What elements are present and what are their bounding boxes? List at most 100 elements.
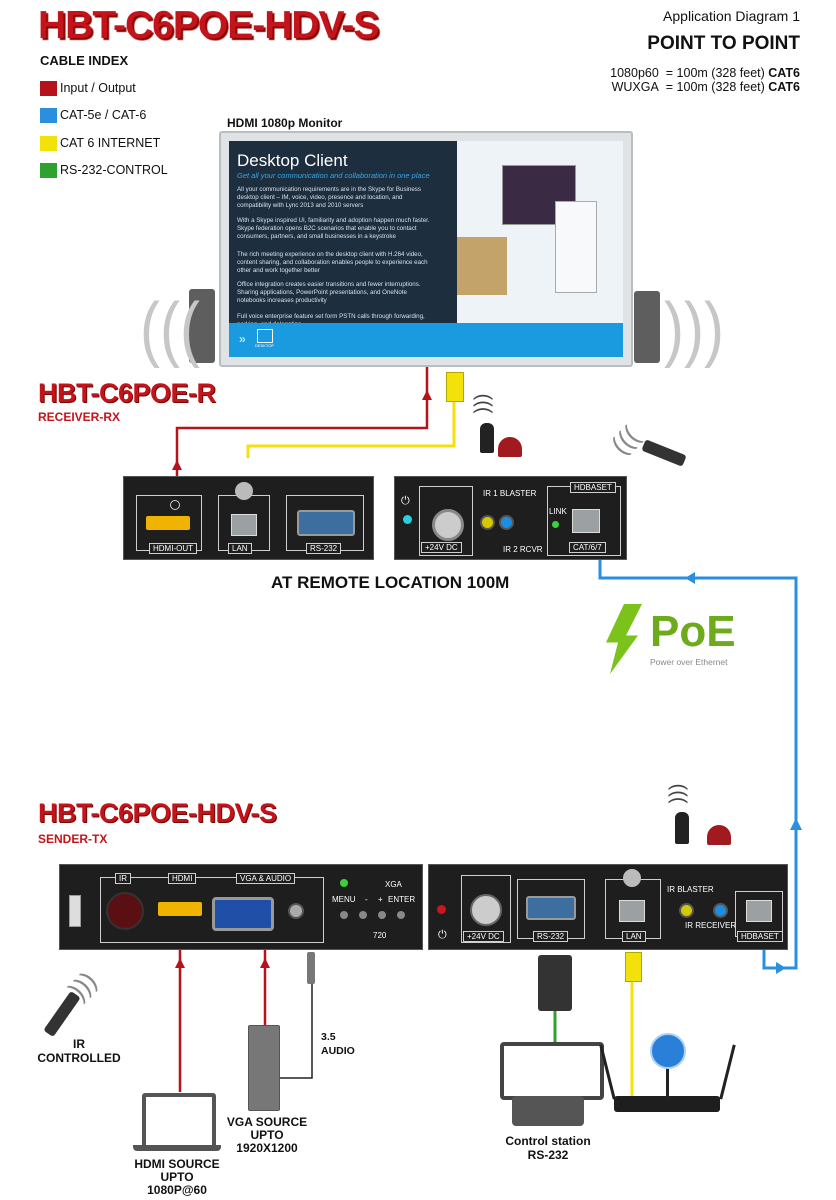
ir-receiver-icon [707, 825, 731, 845]
remote-location-label: AT REMOTE LOCATION 100M [271, 573, 510, 592]
ir-blaster-port[interactable] [679, 903, 694, 918]
hdbaset-arrow-3 [776, 962, 786, 974]
sound-wave-left-icon: ((( [140, 288, 200, 369]
status-led [340, 879, 348, 887]
receiver-panel-front: HDMI-OUT LAN RS-232 [123, 476, 374, 560]
wifi-signal-icon: ))) [471, 393, 494, 414]
ir-receiver-port[interactable] [713, 903, 728, 918]
page-title: HBT-C6POE-HDV-S [38, 4, 379, 47]
ir-window [106, 892, 144, 930]
dc-jack-icon [432, 509, 464, 541]
legend-item-internet: CAT 6 INTERNET [40, 135, 160, 151]
laptop-icon [142, 1093, 216, 1149]
enter-button[interactable] [397, 911, 405, 919]
lan-plug-icon [446, 372, 464, 402]
vga-in-arrow [260, 958, 270, 968]
ir2-port[interactable] [499, 515, 514, 530]
receiver-hdbaset-port[interactable] [547, 486, 621, 556]
screw-icon [170, 500, 180, 510]
res720-label: 720 [373, 931, 387, 940]
ir-blaster-icon [675, 812, 689, 844]
monitor-screen: Desktop Client Get all your communicatio… [229, 141, 623, 357]
monitor: Desktop Client Get all your communicatio… [219, 131, 633, 367]
sender-power-port[interactable] [461, 875, 511, 943]
rj45-port-icon [619, 900, 645, 922]
sender-rs232-label: RS-232 [533, 931, 569, 942]
hdmi-label: HDMI [168, 873, 197, 884]
sender-lan-port[interactable] [605, 879, 661, 939]
hdmi-in-arrow [175, 958, 185, 968]
legend-item-cat: CAT-5e / CAT-6 [40, 107, 146, 123]
hdmi-port-icon [146, 516, 190, 530]
receiver-power-port[interactable] [419, 486, 473, 556]
cable-index-title: CABLE INDEX [40, 53, 129, 68]
router-antenna-icon [666, 1062, 669, 1100]
power-icon: ⏻ [438, 929, 447, 941]
ir1-label: IR 1 BLASTER [483, 489, 537, 498]
minus-button[interactable] [359, 911, 367, 919]
legend-swatch-red [40, 80, 57, 96]
screen-subtitle: Get all your communication and collabora… [237, 171, 430, 180]
audio-plug-icon [307, 952, 315, 984]
receiver-rs232-port[interactable] [286, 495, 364, 551]
wifi-signal-icon: ))) [666, 783, 689, 804]
sender-lan-label: LAN [622, 931, 646, 942]
screen-collage [457, 141, 623, 323]
screen-title: Desktop Client [237, 151, 348, 170]
legend-swatch-green [40, 162, 57, 178]
computer-icon [512, 1096, 584, 1126]
monitor-label: HDMI 1080p Monitor [227, 116, 343, 130]
audio-cable [280, 984, 313, 1079]
legend-swatch-yellow [40, 135, 57, 151]
audio-in-port[interactable] [288, 903, 304, 919]
hdbaset-arrow-1 [685, 572, 695, 584]
legend-swatch-blue [40, 107, 57, 123]
sender-hdbaset-port[interactable] [735, 891, 783, 937]
receiver-lan-cable [246, 400, 456, 458]
spec-row-2: WUXGA = 100m (328 feet) CAT6 [611, 80, 800, 94]
xga-label: XGA [385, 880, 402, 889]
receiver-power-label: +24V DC [421, 542, 462, 553]
hdmi-out-label: HDMI-OUT [149, 543, 197, 554]
sender-rs232-port[interactable] [517, 879, 585, 939]
db9-port-icon [526, 896, 576, 920]
plus-button[interactable] [378, 911, 386, 919]
menu-label: MENU [332, 895, 356, 904]
video-person [457, 237, 507, 295]
hdmi-out-arrow-2 [422, 390, 432, 400]
ir-blaster-label: IR BLASTER [667, 885, 714, 894]
diagram-name: POINT TO POINT [647, 33, 800, 54]
spec-row-1: 1080p60 = 100m (328 feet) CAT6 [610, 66, 800, 80]
sender-panel-front: IR HDMI VGA & AUDIO XGA MENU - + ENTER 7… [59, 864, 423, 950]
sender-power-label: +24V DC [463, 931, 504, 942]
lan-plug-icon [625, 952, 642, 982]
contact-list [555, 201, 597, 293]
ir1-port[interactable] [480, 515, 495, 530]
globe-icon [623, 869, 641, 887]
speaker-left-icon [189, 289, 215, 363]
lan-label: LAN [228, 543, 252, 554]
ir-receiver-icon [498, 437, 522, 457]
screen-paragraph: All your communication requirements are … [237, 186, 421, 209]
minus-label: - [365, 895, 368, 904]
link-label: LINK [549, 507, 567, 516]
sound-wave-right-icon: ))) [664, 288, 724, 369]
ir-label: IR [115, 873, 131, 884]
rs232-label: RS-232 [306, 543, 342, 554]
vga-in-port[interactable] [212, 897, 274, 931]
power-led [437, 905, 446, 914]
hdmi-out-arrow-1 [172, 460, 182, 470]
legend-item-rs232: RS-232-CONTROL [40, 162, 168, 178]
menu-button[interactable] [340, 911, 348, 919]
link-led [552, 521, 559, 528]
diagram-label: Application Diagram 1 [663, 8, 800, 24]
ir-blaster-icon [480, 423, 494, 453]
hdmi-in-port[interactable] [158, 902, 202, 916]
router-icon [614, 1096, 720, 1112]
receiver-title: HBT-C6POE-R [38, 378, 216, 408]
